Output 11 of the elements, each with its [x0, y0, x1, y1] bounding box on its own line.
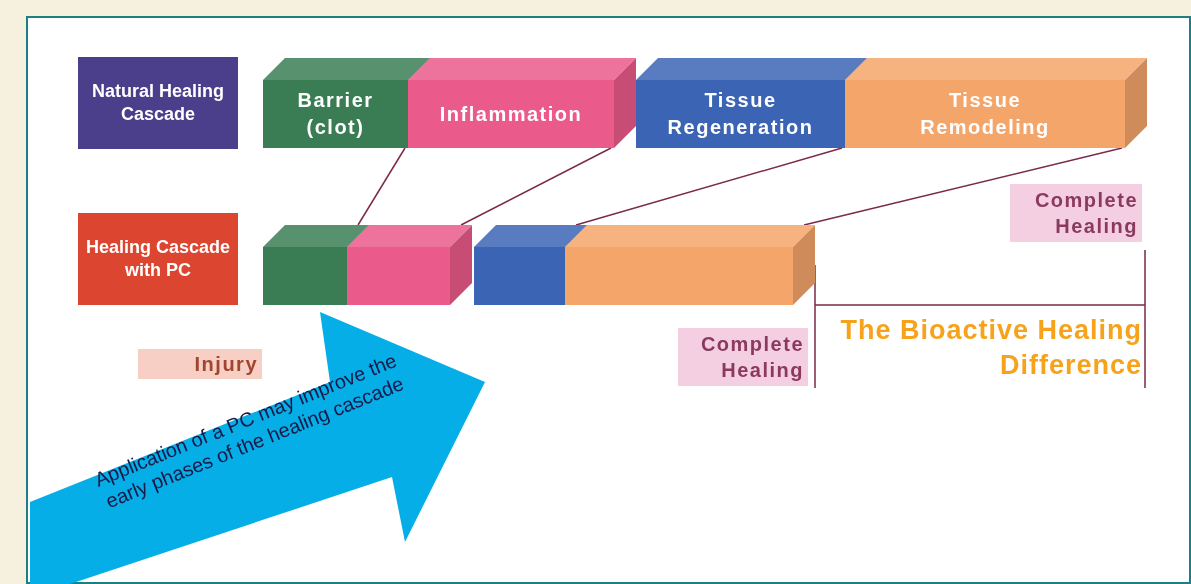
milestone-tag: Complete Healing: [678, 328, 808, 386]
milestone-tag: Complete Healing: [1010, 184, 1142, 242]
phase-block: [347, 225, 472, 305]
phase-block: [565, 225, 815, 305]
row-label: Healing Cascade with PC: [78, 213, 238, 305]
projection-line: [460, 147, 612, 226]
row-label: Natural Healing Cascade: [78, 57, 238, 149]
projection-line: [803, 147, 1123, 226]
event-tag: Injury: [138, 349, 262, 379]
projection-line: [575, 147, 843, 226]
projection-line: [357, 147, 406, 226]
